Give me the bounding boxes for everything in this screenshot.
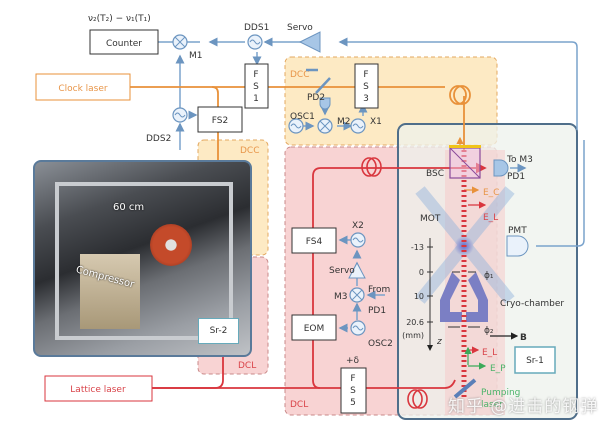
vacuum-chamber	[150, 224, 192, 266]
svg-text:Clock laser: Clock laser	[58, 84, 108, 94]
fs5-box: F S 5	[340, 367, 367, 414]
eom-box: EOM	[291, 314, 337, 341]
pumping-label: Pumping	[481, 388, 520, 398]
sr2-box: Sr-2	[198, 318, 239, 344]
svg-text:Sr-1: Sr-1	[526, 356, 544, 366]
z-tick-label: 10	[414, 292, 424, 301]
pumping-laser-label: laser	[481, 400, 503, 410]
dds1-label: DDS1	[244, 23, 269, 33]
sr1-box: Sr-1	[514, 346, 556, 374]
z-tick-label: -13	[411, 243, 424, 252]
dcc-label-top: DCC	[290, 70, 310, 80]
ep-field-label: E_P	[490, 364, 506, 374]
pumping-mirror	[453, 378, 477, 399]
svg-text:FS2: FS2	[212, 116, 228, 126]
fs1-box: F S 1	[244, 63, 269, 109]
osc2-label: OSC2	[368, 339, 393, 349]
osc1-label: OSC1	[290, 112, 315, 122]
svg-text:5: 5	[350, 398, 356, 408]
x2-label: X2	[352, 221, 364, 231]
lattice-laser-box: Lattice laser	[44, 375, 153, 402]
el-field-label-top: E_L	[483, 213, 498, 223]
phi2-label: ϕ₂	[484, 326, 494, 336]
pmt-feedback-line	[338, 37, 578, 130]
lattice-upper-branch	[312, 167, 445, 389]
compressor-unit	[80, 254, 140, 329]
el-field-label-bottom: E_L	[482, 348, 497, 358]
fs2-box: FS2	[197, 106, 243, 133]
pmt-detector-icon	[506, 235, 529, 257]
z-unit-label: (mm)	[402, 331, 424, 340]
m3-label: M3	[334, 292, 348, 302]
frequency-difference-formula: ν₂(T₂) − ν₁(T₁)	[88, 14, 151, 24]
ec-field-label: E_C	[483, 188, 499, 198]
sr2-apparatus-photo: 60 cm Compressor	[33, 160, 252, 357]
svg-text:1: 1	[253, 94, 259, 104]
pd1-detector-icon	[493, 159, 509, 177]
photo-frame	[55, 182, 233, 340]
svg-text:3: 3	[363, 94, 369, 104]
lattice-fiber-coil-bottom	[407, 389, 428, 409]
cryo-chamber-label: Cryo-chamber	[500, 299, 564, 309]
fs3-box: F S 3	[354, 63, 379, 109]
lattice-fiber-coil-top	[361, 157, 382, 177]
cryo-chamber-shape	[440, 272, 488, 322]
z-axis-label: z	[436, 337, 442, 347]
plus-delta-label: +δ	[346, 356, 360, 366]
svg-text:EOM: EOM	[304, 324, 325, 334]
pmt-label: PMT	[508, 226, 527, 236]
dcl-label-left: DCL	[238, 361, 256, 371]
servo-amplifier-top-icon	[298, 31, 321, 53]
clock-laser-box: Clock laser	[35, 73, 131, 101]
servo-top-label: Servo	[287, 23, 313, 33]
svg-text:Counter: Counter	[106, 39, 142, 49]
z-tick-label: 20.6	[406, 318, 424, 327]
svg-text:S: S	[350, 386, 356, 396]
z-tick-label: 0	[419, 268, 424, 277]
b-field-label: B	[520, 333, 527, 343]
m1-label: M1	[189, 51, 203, 61]
svg-text:F: F	[253, 70, 258, 80]
counter-box: Counter	[89, 29, 159, 55]
dds2-label: DDS2	[146, 134, 171, 144]
dcc-label-left: DCC	[240, 146, 260, 156]
phi1-label: ϕ₁	[484, 271, 494, 281]
bsc-label: BSC	[426, 169, 444, 179]
pd2-label: PD2	[307, 93, 325, 103]
from-label: From	[368, 285, 390, 295]
pd1-label: PD1	[507, 172, 525, 182]
svg-text:F: F	[363, 70, 368, 80]
pd2-detector-icon	[319, 97, 331, 110]
svg-text:FS4: FS4	[306, 237, 323, 247]
svg-text:S: S	[253, 82, 259, 92]
fs4-box: FS4	[291, 227, 337, 254]
clock-fiber-coil	[449, 85, 471, 105]
servo-mid-label: Servo	[329, 266, 355, 276]
to-m3-label: To M3	[506, 155, 533, 165]
m2-label: M2	[337, 117, 351, 127]
svg-text:Lattice laser: Lattice laser	[70, 385, 126, 395]
svg-text:F: F	[350, 374, 355, 384]
x1-label: X1	[370, 117, 382, 127]
size-label: 60 cm	[113, 202, 145, 213]
from-pd1-label: PD1	[368, 306, 386, 316]
pd2-beamsplitter	[315, 77, 331, 94]
dcl-label-main: DCL	[290, 400, 308, 410]
servo-amplifier-mid-icon	[348, 261, 366, 279]
svg-text:S: S	[363, 82, 369, 92]
mot-label: MOT	[420, 214, 441, 224]
watermark: 知乎 @进击的钢弹	[448, 397, 599, 417]
z-axis	[427, 238, 480, 351]
